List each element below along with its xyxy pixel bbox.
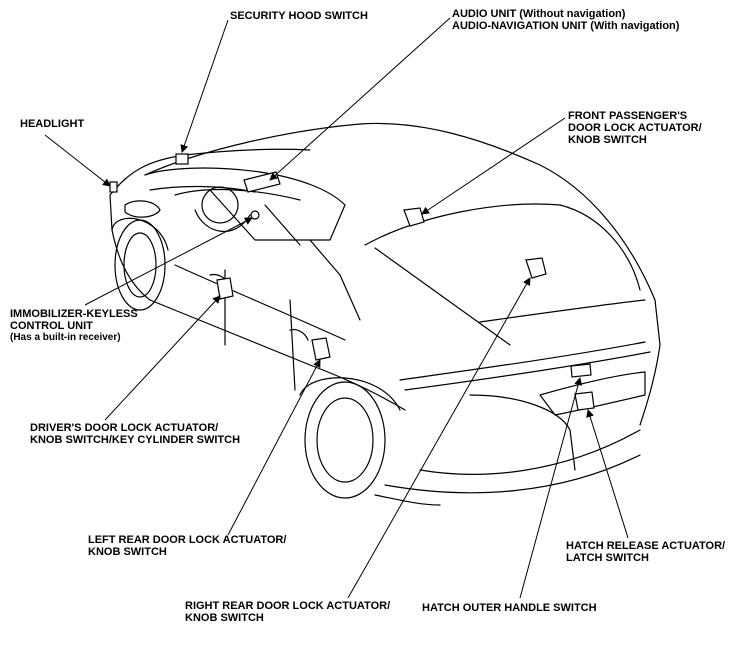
label-left-rear: LEFT REAR DOOR LOCK ACTUATOR/ KNOB SWITC… [88,534,286,558]
label-security-hood-switch: SECURITY HOOD SWITCH [230,10,368,22]
label-driver-door-line2: KNOB SWITCH/KEY CYLINDER SWITCH [30,434,241,446]
component-markers [109,153,595,411]
driver-door-actuator-marker [216,277,234,300]
leader-left-rear [227,359,321,536]
label-front-passenger-line1: FRONT PASSENGER'S [568,110,688,122]
leader-lines [44,17,629,599]
security-hood-switch-marker [175,153,189,165]
leader-audio-unit [269,17,451,181]
label-right-rear-line1: RIGHT REAR DOOR LOCK ACTUATOR/ [185,600,391,612]
label-driver-door: DRIVER'S DOOR LOCK ACTUATOR/ KNOB SWITCH… [30,422,240,446]
label-audio-unit-line1: AUDIO UNIT (Without navigation) [452,8,626,20]
label-audio-unit-line2: AUDIO-NAVIGATION UNIT (With navigation) [452,20,680,32]
car-body-outline [109,122,661,506]
label-left-rear-line2: KNOB SWITCH [88,546,167,558]
label-right-rear-line2: KNOB SWITCH [185,612,264,624]
leader-right-rear [347,277,531,599]
label-headlight-text: HEADLIGHT [20,118,85,130]
label-right-rear: RIGHT REAR DOOR LOCK ACTUATOR/ KNOB SWIT… [185,600,390,624]
label-headlight: HEADLIGHT [20,118,84,130]
label-front-passenger-line2: DOOR LOCK ACTUATOR/ [568,122,702,134]
left-rear-actuator-marker [311,337,331,361]
leader-headlight [44,134,111,187]
leader-immobilizer [84,217,253,306]
front-passenger-actuator-marker [403,207,425,227]
label-immobilizer-line1: IMMOBILIZER-KEYLESS [10,308,138,320]
label-hatch-outer-handle: HATCH OUTER HANDLE SWITCH [422,602,597,614]
label-immobilizer-line3: (Has a built-in receiver) [10,332,121,343]
label-security-hood-switch-text: SECURITY HOOD SWITCH [230,10,368,22]
label-left-rear-line1: LEFT REAR DOOR LOCK ACTUATOR/ [88,534,287,546]
leader-front-passenger [421,117,566,215]
audio-unit-marker [243,171,281,193]
label-hatch-outer-handle-text: HATCH OUTER HANDLE SWITCH [422,602,597,614]
label-audio-unit: AUDIO UNIT (Without navigation) AUDIO-NA… [452,8,679,32]
right-rear-actuator-marker [525,257,547,279]
hatch-release-actuator-marker [574,391,595,411]
label-driver-door-line1: DRIVER'S DOOR LOCK ACTUATOR/ [30,422,219,434]
label-hatch-release: HATCH RELEASE ACTUATOR/ LATCH SWITCH [566,540,725,564]
immobilizer-marker [250,210,260,220]
label-hatch-release-line2: LATCH SWITCH [566,552,649,564]
leader-hatch-outer-handle [519,377,583,599]
leader-security-hood [180,19,229,153]
label-immobilizer: IMMOBILIZER-KEYLESS CONTROL UNIT (Has a … [10,308,138,344]
leader-hatch-release [586,409,629,539]
label-front-passenger: FRONT PASSENGER'S DOOR LOCK ACTUATOR/ KN… [568,110,702,146]
label-front-passenger-line3: KNOB SWITCH [568,134,647,146]
label-hatch-release-line1: HATCH RELEASE ACTUATOR/ [566,540,726,552]
headlight-marker [109,181,118,193]
leader-driver-door [104,295,221,421]
hatch-outer-handle-marker [570,363,592,378]
label-immobilizer-line2: CONTROL UNIT [10,320,93,332]
